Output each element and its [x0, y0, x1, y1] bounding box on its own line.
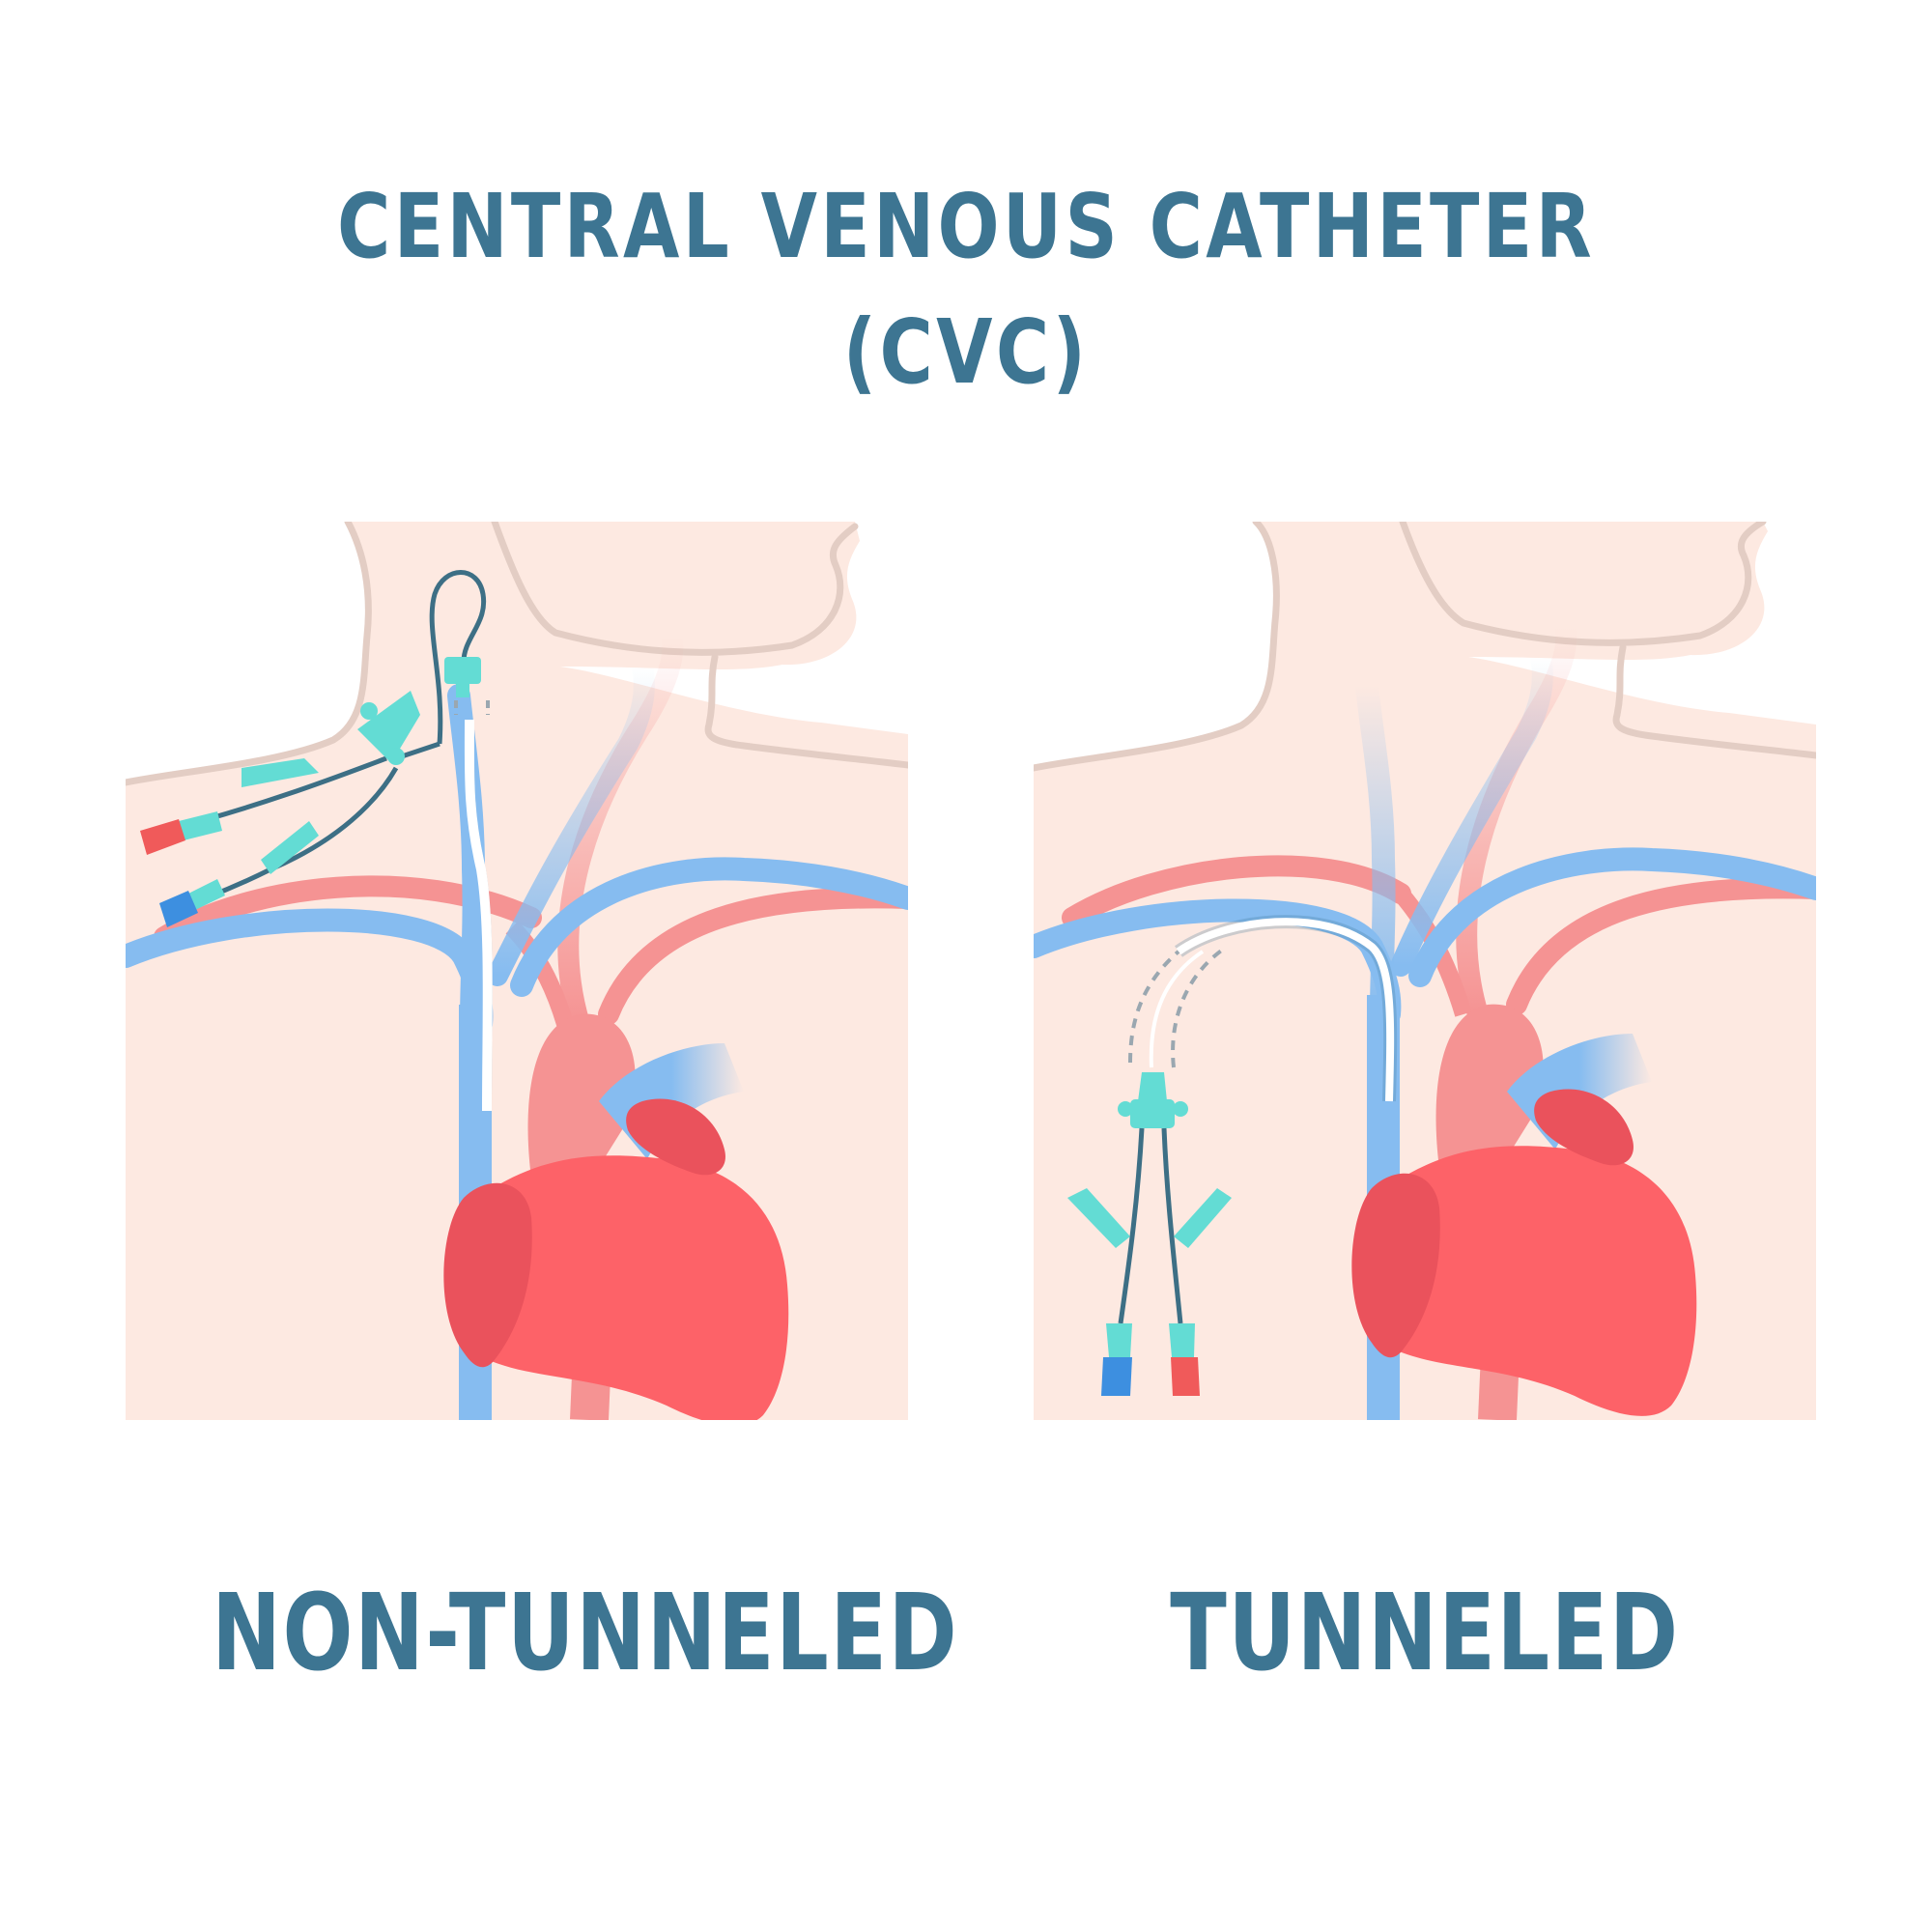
subclavian-vein-right	[1408, 847, 1816, 987]
subclavian-artery-right	[1506, 877, 1816, 1015]
non-tunneled-illustration	[126, 522, 908, 1420]
skin-outline-neck-left	[1034, 522, 1280, 772]
caption-non-tunneled: NON-TUNNELED	[212, 1571, 959, 1694]
catheter-hub-top-stem	[456, 684, 469, 697]
catheter-tube-white	[1176, 918, 1395, 1102]
catheter-tube-white	[464, 719, 493, 1112]
connector-right	[1169, 1323, 1195, 1357]
jugular-vein	[487, 656, 655, 986]
cap-red-icon	[1171, 1357, 1200, 1396]
skin-outline-jaw	[491, 522, 859, 656]
clamp-left	[1067, 1188, 1130, 1248]
junction-wing-top	[360, 702, 378, 720]
junction-wing-bottom	[387, 748, 405, 765]
clamp-right	[1174, 1188, 1232, 1248]
aortic-arch	[1435, 1004, 1544, 1188]
heart-right-atrium	[1351, 1173, 1440, 1358]
connector-lower	[188, 879, 225, 910]
clamp-lower	[261, 821, 319, 874]
connector-upper	[179, 811, 222, 840]
title-line-1: CENTRAL VENOUS CATHETER	[337, 175, 1595, 278]
diagram-title: CENTRAL VENOUS CATHETER (CVC)	[174, 164, 1758, 415]
hub-wing-left	[1118, 1101, 1133, 1117]
tunneled-svg	[1034, 522, 1816, 1420]
internal-jugular-vein	[447, 684, 486, 1036]
tunneled-illustration	[1034, 522, 1816, 1420]
jugular-vein	[1390, 646, 1553, 977]
aortic-arch	[527, 1013, 636, 1198]
cap-blue-icon	[1101, 1357, 1132, 1396]
catheter-dashes	[454, 700, 490, 715]
heart-left-atrium	[626, 1098, 725, 1176]
non-tunneled-svg	[126, 522, 908, 1420]
heart-right-atrium	[443, 1182, 532, 1368]
catheter-junction-hub	[357, 691, 420, 763]
subclavian-artery-right	[598, 887, 908, 1025]
catheter-loop	[429, 570, 487, 745]
cap-red-icon	[140, 819, 185, 855]
heart-body	[1357, 1146, 1697, 1416]
lumen-line-red	[1161, 1127, 1183, 1324]
clamp-upper	[242, 758, 319, 787]
heart-left-atrium	[1534, 1089, 1634, 1166]
skin-outline-jaw	[1399, 522, 1767, 646]
lumen-line-blue	[1118, 1127, 1145, 1324]
catheter-hub	[1138, 1072, 1167, 1101]
skin-outline-neck-left	[126, 522, 372, 786]
catheter-hub-base	[1130, 1099, 1175, 1128]
subclavian-vein-right	[510, 857, 908, 997]
skin-outline-neck-right	[1612, 643, 1816, 759]
catheter-hub-top	[444, 657, 481, 684]
hub-wing-right	[1173, 1101, 1188, 1117]
skin-outline-neck-right	[704, 653, 908, 769]
catheter-tunnel-inner	[1149, 950, 1205, 1068]
connector-left	[1106, 1323, 1132, 1357]
title-line-2: (CVC)	[842, 300, 1090, 404]
caption-tunneled: TUNNELED	[1170, 1571, 1680, 1694]
subclavian-artery-left	[1062, 855, 1411, 928]
catheter-tunnel-dashes	[1128, 945, 1229, 1068]
cap-blue-icon	[159, 891, 198, 927]
heart-body	[449, 1155, 789, 1420]
